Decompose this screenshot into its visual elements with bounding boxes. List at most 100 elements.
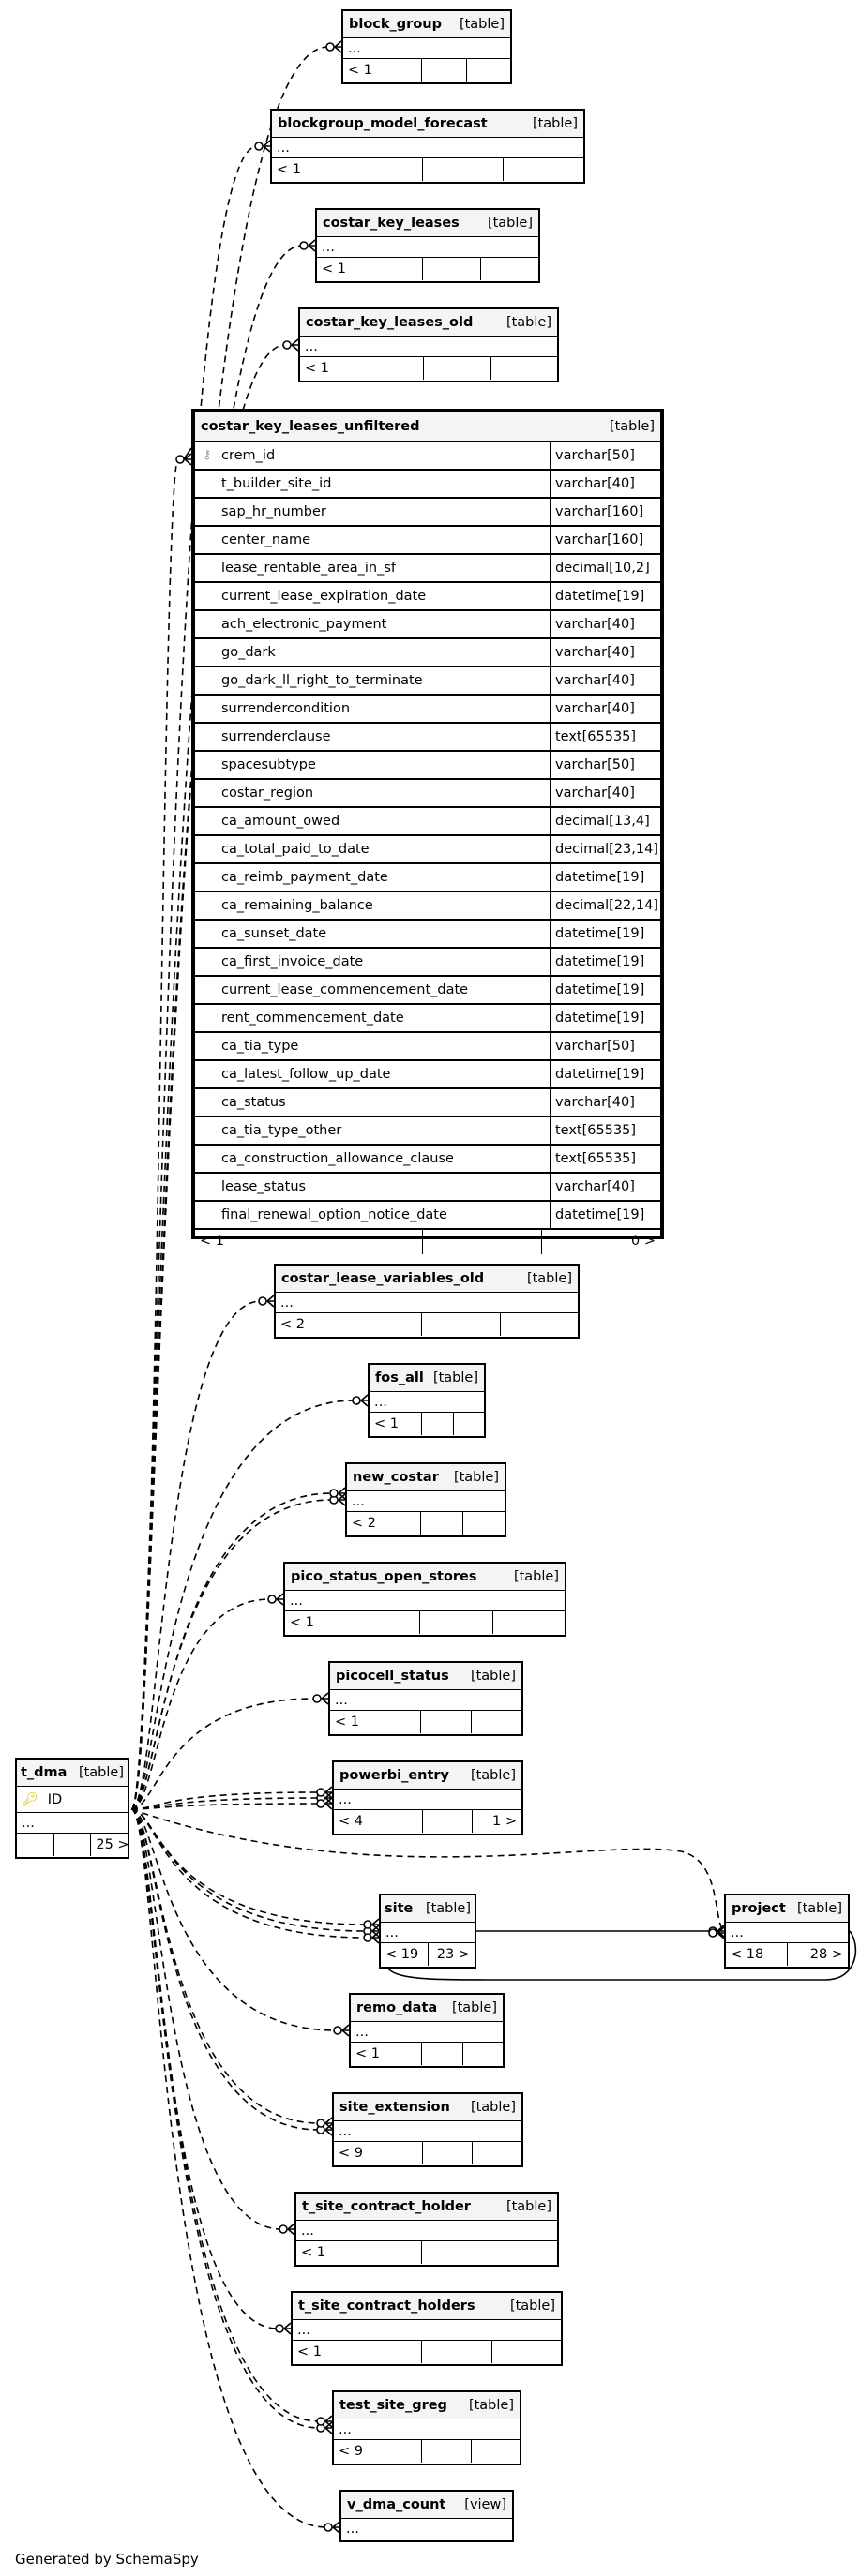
- columns-ellipsis: ...: [330, 1690, 521, 1711]
- column-name: ID: [47, 1792, 63, 1807]
- table-blockgroup-model-forecast[interactable]: blockgroup_model_forecast[table] ... < 1: [270, 109, 585, 184]
- table-name: fos_all: [375, 1370, 424, 1385]
- optional-marker: [279, 2224, 288, 2234]
- column-name: ⚷crem_id: [195, 442, 551, 469]
- column-name: current_lease_expiration_date: [195, 583, 551, 609]
- relationship-line: [130, 1499, 333, 1810]
- optional-marker: [325, 42, 335, 52]
- table-kind: [table]: [487, 216, 533, 231]
- table-new-costar[interactable]: new_costar[table] ... < 2: [345, 1462, 506, 1537]
- table-footer: < 1: [370, 1413, 484, 1435]
- table-costar-lease-variables-old[interactable]: costar_lease_variables_old[table] ... < …: [274, 1264, 580, 1339]
- optional-marker: [708, 1928, 717, 1938]
- column-name: ca_amount_owed: [195, 808, 551, 834]
- optional-marker: [316, 1799, 325, 1808]
- relationship-line: [130, 1808, 279, 2329]
- table-kind: [table]: [459, 17, 505, 32]
- table-name: costar_lease_variables_old: [281, 1271, 485, 1286]
- table-picocell-status[interactable]: picocell_status[table] ... < 1: [328, 1661, 523, 1736]
- table-name: site: [385, 1901, 414, 1916]
- column-name: center_name: [195, 527, 551, 553]
- column-type: varchar[40]: [555, 476, 635, 491]
- table-name: block_group: [349, 17, 442, 32]
- table-footer: < 2: [347, 1512, 505, 1535]
- table-kind: [table]: [451, 2000, 497, 2015]
- column-name: ca_total_paid_to_date: [195, 836, 551, 862]
- column-name: ca_reimb_payment_date: [195, 864, 551, 891]
- relationship-line: [130, 1698, 316, 1810]
- column-name: final_renewal_option_notice_date: [195, 1202, 551, 1228]
- many-marker: [338, 1487, 346, 1500]
- optional-marker: [175, 455, 185, 464]
- relationship-line: [130, 1808, 725, 1932]
- columns-ellipsis: ...: [272, 138, 583, 158]
- column-type: datetime[19]: [555, 926, 645, 941]
- view-v-dma-count[interactable]: v_dma_count[view] ...: [339, 2490, 514, 2542]
- table-costar-key-leases-old[interactable]: costar_key_leases_old[table] ... < 1: [298, 307, 559, 382]
- column-name: ca_status: [195, 1089, 551, 1116]
- columns-ellipsis: ...: [370, 1392, 484, 1413]
- generated-by-footer: Generated by SchemaSpy: [15, 2551, 199, 2568]
- column-name: costar_region: [195, 780, 551, 806]
- relationship-line: [130, 46, 329, 1810]
- table-t-site-contract-holder[interactable]: t_site_contract_holder[table] ... < 1: [294, 2192, 559, 2267]
- columns-ellipsis: ...: [276, 1293, 578, 1313]
- column-name: ach_electronic_payment: [195, 611, 551, 637]
- table-footer: < 1: [330, 1711, 521, 1733]
- table-name: test_site_greg: [339, 2398, 447, 2413]
- table-kind: [table]: [432, 1370, 478, 1385]
- many-marker: [371, 1918, 380, 1931]
- optional-marker: [324, 2523, 333, 2532]
- column-type: decimal[23,14]: [555, 842, 658, 857]
- primary-key-icon: 🔑︎: [22, 1792, 38, 1807]
- table-fos-all[interactable]: fos_all [table] ... < 1: [368, 1363, 486, 1438]
- table-t-dma[interactable]: t_dma[table] 🔑︎ID ... 25 >: [15, 1758, 129, 1859]
- many-marker: [334, 40, 342, 53]
- column-name: surrenderclause: [195, 724, 551, 750]
- relationship-line: [130, 1400, 355, 1810]
- table-site-extension[interactable]: site_extension[table] ... < 9: [332, 2092, 523, 2167]
- optional-marker: [316, 1788, 325, 1797]
- relationship-line: [130, 1300, 262, 1810]
- optional-marker: [275, 2324, 284, 2333]
- column-type: varchar[40]: [555, 673, 635, 688]
- many-marker: [308, 239, 316, 252]
- column-name: current_lease_commencement_date: [195, 977, 551, 1003]
- relationship-line: [130, 1797, 320, 1810]
- table-costar-key-leases[interactable]: costar_key_leases[table] ... < 1: [315, 208, 540, 283]
- table-footer: < 1: [300, 357, 557, 380]
- optional-marker: [316, 2417, 325, 2426]
- column-type: datetime[19]: [555, 1067, 645, 1082]
- table-pico-status-open-stores[interactable]: pico_status_open_stores[table] ... < 1: [283, 1562, 566, 1637]
- optional-marker: [352, 1396, 361, 1405]
- columns-ellipsis: ...: [293, 2320, 561, 2341]
- many-marker: [184, 453, 192, 466]
- relationship-line: [130, 1808, 367, 1925]
- table-remo-data[interactable]: remo_data[table] ... < 1: [349, 1993, 505, 2068]
- table-costar-key-leases-unfiltered[interactable]: costar_key_leases_unfiltered[table] ⚷cre…: [191, 409, 664, 1254]
- table-t-site-contract-holders[interactable]: t_site_contract_holders[table] ... < 1: [291, 2291, 563, 2366]
- table-block-group[interactable]: block_group[table] ... < 1: [341, 9, 512, 84]
- table-test-site-greg[interactable]: test_site_greg[table] ... < 9: [332, 2390, 521, 2465]
- table-name: t_dma: [21, 1765, 68, 1780]
- table-kind: [table]: [470, 1768, 516, 1783]
- table-kind: [table]: [505, 2199, 551, 2214]
- column-type: varchar[40]: [555, 645, 635, 660]
- columns-ellipsis: ...: [351, 2022, 503, 2043]
- table-name: new_costar: [353, 1470, 439, 1485]
- columns-ellipsis: ...: [296, 2221, 557, 2241]
- column-type: varchar[40]: [555, 1095, 635, 1110]
- column-name: ca_sunset_date: [195, 921, 551, 947]
